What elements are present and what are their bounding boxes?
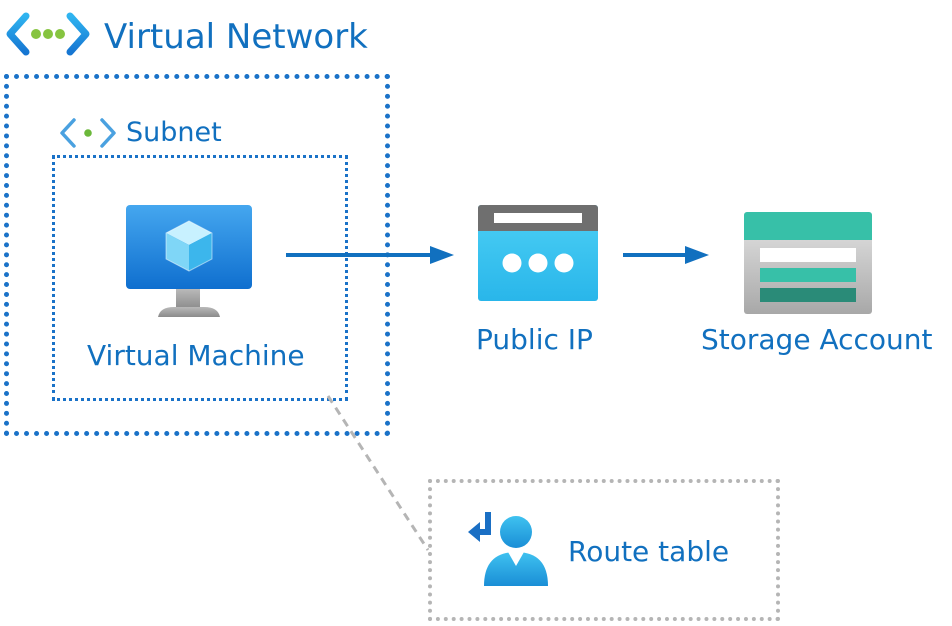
route-table-icon[interactable]: [466, 508, 550, 588]
virtual-network-icon: [6, 12, 90, 56]
route-table-label: Route table: [568, 535, 730, 568]
arrow-public-ip-to-storage: [623, 246, 709, 264]
subnet-icon: [60, 118, 116, 148]
storage-account-label: Storage Account: [701, 323, 933, 356]
virtual-machine-icon[interactable]: [124, 203, 254, 323]
route-table-boundary: [428, 479, 780, 621]
storage-account-icon[interactable]: [744, 212, 874, 316]
virtual-machine-label: Virtual Machine: [87, 339, 305, 372]
arrow-vm-to-public-ip: [286, 246, 454, 264]
public-ip-label: Public IP: [476, 323, 593, 356]
subnet-route-table-connector: [326, 395, 430, 551]
virtual-network-title: Virtual Network: [104, 17, 368, 57]
subnet-boundary: [52, 155, 348, 401]
subnet-title: Subnet: [126, 117, 222, 148]
public-ip-icon[interactable]: [478, 205, 600, 303]
